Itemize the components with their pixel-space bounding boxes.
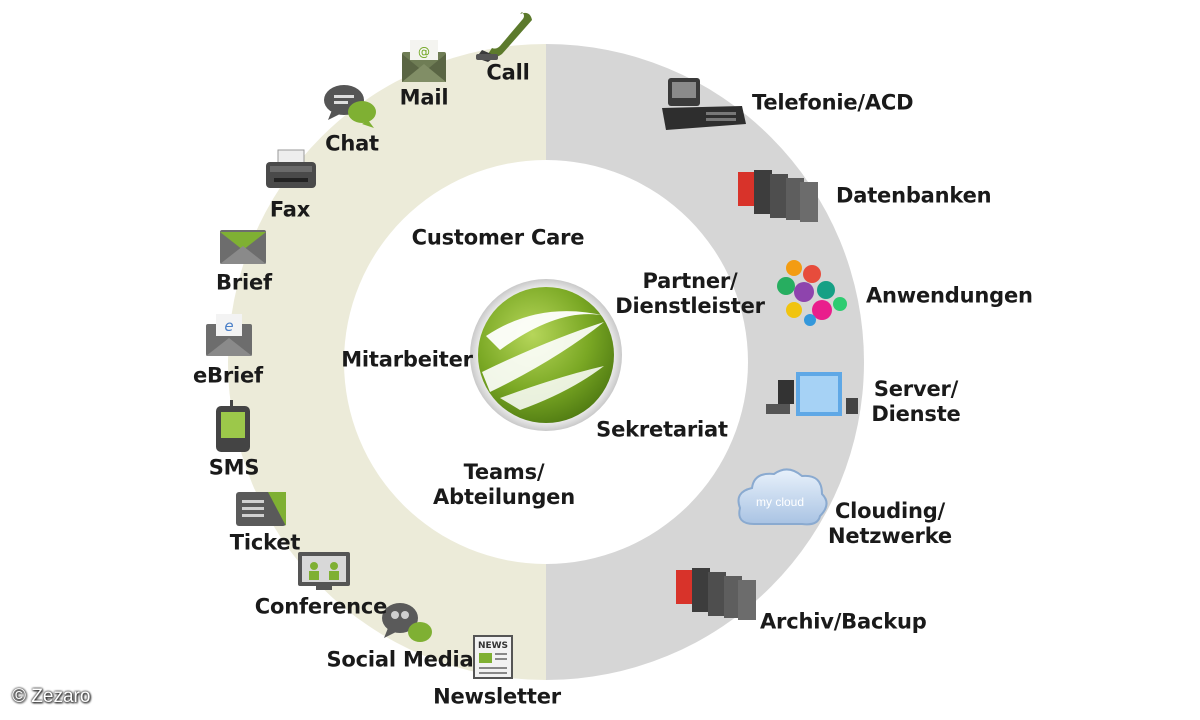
channel-label-ticket: Ticket xyxy=(229,530,301,555)
channel-label-ebrief: eBrief xyxy=(193,363,263,388)
channel-label-sms: SMS xyxy=(208,455,260,480)
channel-label-mail: Mail xyxy=(399,85,449,110)
channel-label-fax: Fax xyxy=(269,197,311,222)
system-label-clouding: Clouding/ Netzwerke xyxy=(828,498,952,548)
channel-label-social-media: Social Media xyxy=(326,647,474,672)
fax-machine-icon xyxy=(266,149,316,188)
system-label-datenbanken: Datenbanken xyxy=(836,183,992,208)
envelope-icon: @ xyxy=(402,40,446,82)
newspaper-title-text: NEWS xyxy=(478,641,508,651)
center-label-partner: Partner/ Dienstleister xyxy=(615,268,765,318)
archive-binders-icon xyxy=(676,568,756,620)
applications-cluster-icon xyxy=(777,260,847,326)
database-binders-icon xyxy=(738,170,818,222)
system-label-server: Server/ Dienste xyxy=(871,376,961,426)
center-label-mitarbeiter: Mitarbeiter xyxy=(341,347,473,372)
system-label-telefonie: Telefonie/ACD xyxy=(752,90,914,115)
channel-label-chat: Chat xyxy=(325,131,379,156)
system-label-archiv: Archiv/Backup xyxy=(760,609,927,634)
channel-label-call: Call xyxy=(486,60,530,85)
copyright-notice: © Zezaro xyxy=(12,686,91,707)
svg-text:e: e xyxy=(224,317,233,335)
system-label-anwendungen: Anwendungen xyxy=(866,283,1033,308)
e-envelope-icon: e xyxy=(206,314,252,356)
cloud-text: my cloud xyxy=(756,495,804,509)
center-label-teams: Teams/ Abteilungen xyxy=(433,459,575,509)
phone-handset-icon xyxy=(476,12,532,62)
channel-label-brief: Brief xyxy=(216,270,272,295)
ticket-icon xyxy=(236,492,286,526)
center-label-sekretariat: Sekretariat xyxy=(596,417,728,442)
video-conference-icon xyxy=(298,552,350,590)
zezaro-logo-icon xyxy=(478,287,614,423)
svg-text:@: @ xyxy=(418,45,430,59)
channel-label-newsletter: Newsletter xyxy=(433,684,561,709)
chat-bubbles-icon xyxy=(324,85,376,128)
social-media-bubbles-icon xyxy=(382,603,432,642)
channel-label-conference: Conference xyxy=(254,594,388,619)
cloud-icon: my cloud xyxy=(737,468,828,526)
newspaper-icon: NEWS xyxy=(473,635,513,679)
center-label-customer-care: Customer Care xyxy=(411,225,585,250)
server-computers-icon xyxy=(766,372,858,416)
mobile-phone-icon xyxy=(216,400,250,452)
letter-envelope-icon xyxy=(220,230,266,264)
desk-telephone-icon xyxy=(662,78,746,130)
